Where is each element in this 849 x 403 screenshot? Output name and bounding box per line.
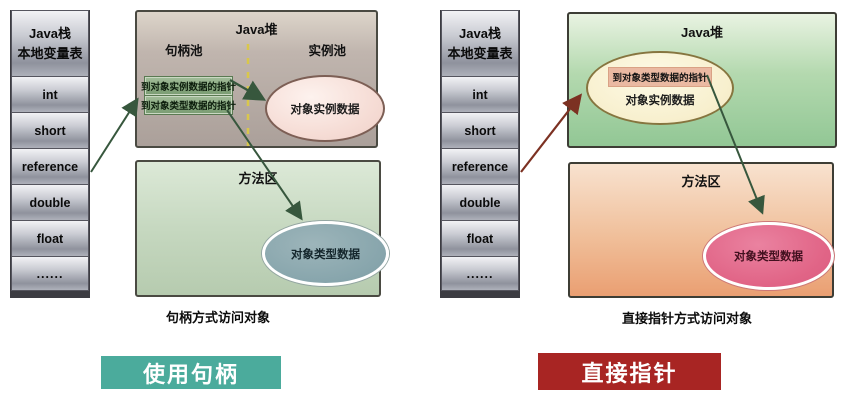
method-area-title-left: 方法区	[238, 171, 278, 186]
stack-title-line1: Java栈	[459, 26, 501, 41]
handle-row-instance-pointer: 到对象实例数据的指针	[141, 76, 236, 96]
object-instance-data-ellipse-left: 对象实例数据	[265, 75, 385, 142]
stack-cell-short: short	[11, 112, 89, 149]
caption-direct-pointer-access: 直接指针方式访问对象	[621, 311, 752, 326]
java-heap-box-right: Java堆 到对象类型数据的指针 对象实例数据	[567, 12, 837, 148]
arrow-reference-to-handle	[90, 97, 139, 173]
stack-cell-short: short	[441, 112, 519, 149]
java-heap-box-left: Java堆 句柄池 实例池 到对象实例数据的指针 到对象类型数据的指针 对象实例…	[135, 10, 385, 148]
stack-title-line2: 本地变量表	[17, 45, 83, 61]
stack-header-left: Java栈 本地变量表	[11, 10, 89, 77]
method-area-title-right: 方法区	[681, 174, 721, 189]
object-type-data-label: 对象类型数据	[734, 251, 803, 263]
object-type-data-label: 对象类型数据	[291, 248, 360, 261]
stack-cell-reference: reference	[441, 148, 519, 185]
java-stack-left: Java栈 本地变量表 int short reference double f…	[10, 10, 90, 298]
method-area-box-left: 方法区 对象类型数据	[135, 160, 389, 297]
stack-cell-reference: reference	[11, 148, 89, 185]
stack-header-right: Java栈 本地变量表	[441, 10, 519, 77]
java-stack-right: Java栈 本地变量表 int short reference double f…	[440, 10, 520, 298]
method-area-box-right: 方法区 对象类型数据	[568, 162, 834, 298]
stack-cell-double: double	[11, 184, 89, 221]
object-type-data-ellipse-right: 对象类型数据	[703, 222, 834, 290]
caption-handle-access: 句柄方式访问对象	[165, 310, 270, 325]
banner-direct-pointer: 直接指针	[538, 353, 721, 390]
stack-cell-ellipsis: ......	[441, 256, 519, 291]
handle-pool-label: 句柄池	[165, 44, 203, 58]
heap-title-left: Java堆	[235, 22, 278, 37]
stack-cell-double: double	[441, 184, 519, 221]
object-type-data-ellipse-left: 对象类型数据	[262, 221, 389, 286]
handle-row-type-pointer: 到对象类型数据的指针	[141, 95, 236, 115]
banner-use-handle: 使用句柄	[101, 356, 281, 389]
object-instance-data-label: 对象实例数据	[290, 103, 360, 116]
heap-title-right: Java堆	[681, 25, 723, 40]
object-instance-data-label: 对象实例数据	[625, 95, 695, 107]
stack-cell-ellipsis: ......	[11, 256, 89, 291]
stack-cell-int: int	[11, 76, 89, 113]
stack-cell-int: int	[441, 76, 519, 113]
stack-title-line2: 本地变量表	[447, 45, 513, 61]
instance-pool-label: 实例池	[308, 44, 346, 58]
stack-cell-float: float	[11, 220, 89, 257]
object-instance-data-ellipse-right: 到对象类型数据的指针 对象实例数据	[586, 51, 734, 125]
stack-title-line1: Java栈	[29, 26, 71, 41]
handle-box: 到对象实例数据的指针 到对象类型数据的指针	[141, 76, 236, 115]
stack-cell-float: float	[441, 220, 519, 257]
pointer-to-type-data-chip: 到对象类型数据的指针	[609, 68, 711, 86]
